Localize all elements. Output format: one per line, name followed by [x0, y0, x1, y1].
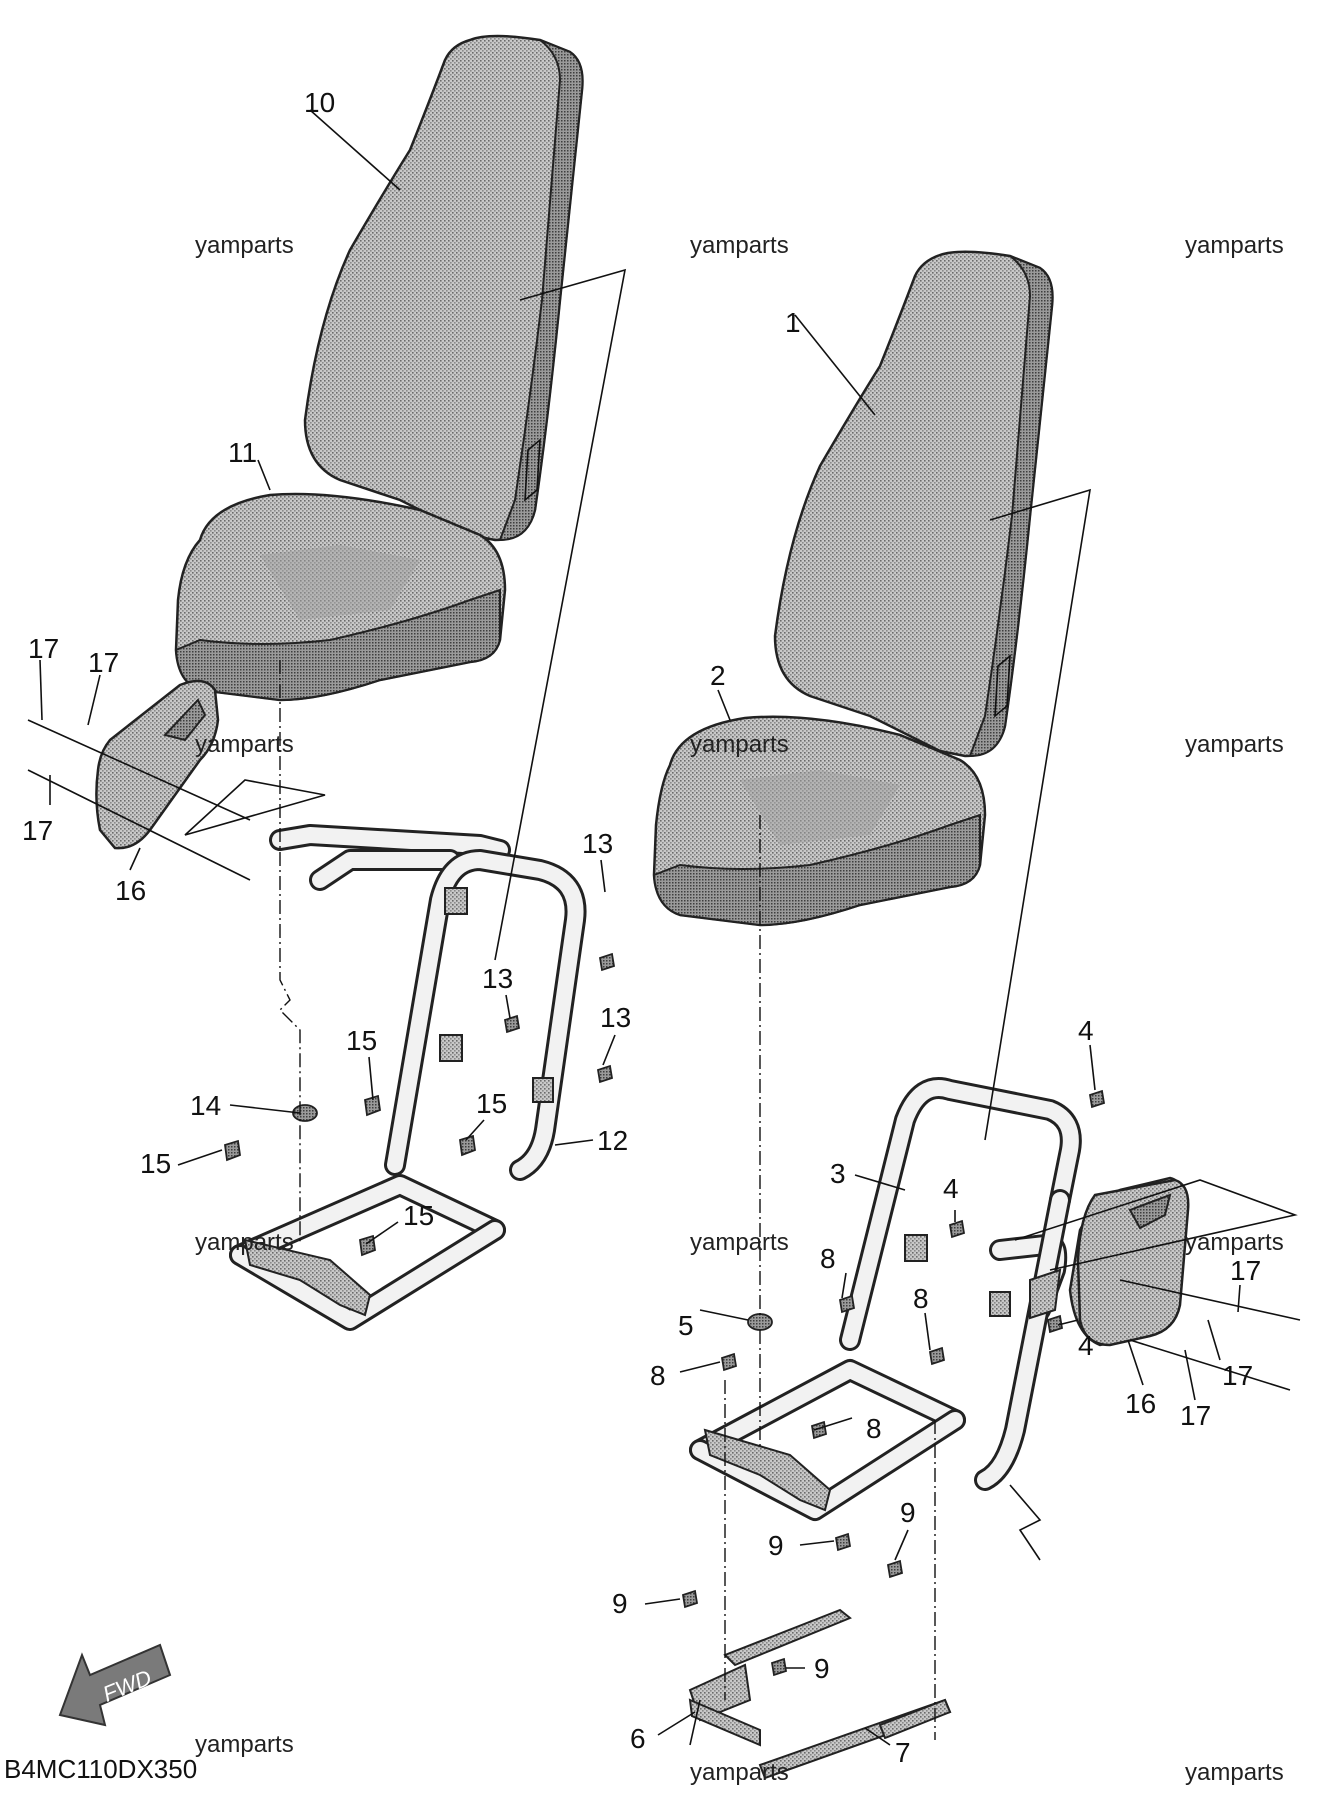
callout-17-b: 17 — [88, 647, 119, 678]
callout-15-c: 15 — [140, 1148, 171, 1179]
watermark: yamparts — [690, 1759, 789, 1786]
callout-labels: 10 11 17 17 17 16 13 13 13 15 15 14 15 1… — [22, 87, 1261, 1768]
callout-16-left: 16 — [115, 875, 146, 906]
side-panel-right — [1068, 1176, 1190, 1347]
callout-14: 14 — [190, 1090, 221, 1121]
watermark: yamparts — [1185, 232, 1284, 259]
seat-cushion-left — [174, 492, 507, 702]
seat-frame-right — [689, 1077, 1082, 1521]
seat-cushion-right — [652, 715, 987, 927]
callout-10: 10 — [304, 87, 335, 118]
watermark: yamparts — [690, 731, 789, 758]
callout-8-c: 8 — [650, 1360, 666, 1391]
callout-4-a: 4 — [1078, 1015, 1094, 1046]
callout-16-right: 16 — [1125, 1388, 1156, 1419]
backrest-right — [773, 250, 1054, 758]
callout-9-c: 9 — [612, 1588, 628, 1619]
watermark: yamparts — [1185, 731, 1284, 758]
callout-17-d: 17 — [1230, 1255, 1261, 1286]
callout-13-b: 13 — [482, 963, 513, 994]
watermark: yamparts — [195, 232, 294, 259]
watermark: yamparts — [690, 1229, 789, 1256]
callout-15-a: 15 — [346, 1025, 377, 1056]
watermark: yamparts — [195, 731, 294, 758]
watermarks: yamparts yamparts yamparts yamparts yamp… — [195, 232, 1284, 1786]
callout-17-a: 17 — [28, 633, 59, 664]
callout-15-d: 15 — [403, 1200, 434, 1231]
side-panel-left — [95, 679, 220, 850]
callout-13-a: 13 — [582, 828, 613, 859]
backrest-left — [303, 34, 584, 542]
watermark: yamparts — [195, 1229, 294, 1256]
fasteners — [224, 952, 1106, 1677]
diagram-code: B4MC110DX350 — [4, 1754, 197, 1784]
callout-2: 2 — [710, 660, 726, 691]
watermark: yamparts — [195, 1731, 294, 1758]
watermark: yamparts — [1185, 1759, 1284, 1786]
callout-9-d: 9 — [814, 1653, 830, 1684]
watermark: yamparts — [1185, 1229, 1284, 1256]
callout-12: 12 — [597, 1125, 628, 1156]
callout-4-c: 4 — [1078, 1330, 1094, 1361]
callout-17-f: 17 — [1180, 1400, 1211, 1431]
callout-17-e: 17 — [1222, 1360, 1253, 1391]
callout-17-c: 17 — [22, 815, 53, 846]
callout-9-a: 9 — [768, 1530, 784, 1561]
callout-8-a: 8 — [820, 1243, 836, 1274]
watermark: yamparts — [690, 232, 789, 259]
seat-frame-left — [229, 824, 587, 1331]
callout-13-c: 13 — [600, 1002, 631, 1033]
callout-7: 7 — [895, 1737, 911, 1768]
callout-1: 1 — [785, 307, 801, 338]
callout-15-b: 15 — [476, 1088, 507, 1119]
callout-11: 11 — [228, 437, 257, 468]
fwd-arrow: FWD — [58, 1643, 172, 1727]
callout-8-d: 8 — [866, 1413, 882, 1444]
callout-8-b: 8 — [913, 1283, 929, 1314]
callout-9-b: 9 — [900, 1497, 916, 1528]
callout-5: 5 — [678, 1310, 694, 1341]
callout-4-b: 4 — [943, 1173, 959, 1204]
callout-6: 6 — [630, 1723, 646, 1754]
leader-lines — [39, 109, 1241, 1746]
callout-3: 3 — [830, 1158, 846, 1189]
seat-rails — [688, 1608, 952, 1780]
alignment-lines — [27, 268, 1301, 1740]
